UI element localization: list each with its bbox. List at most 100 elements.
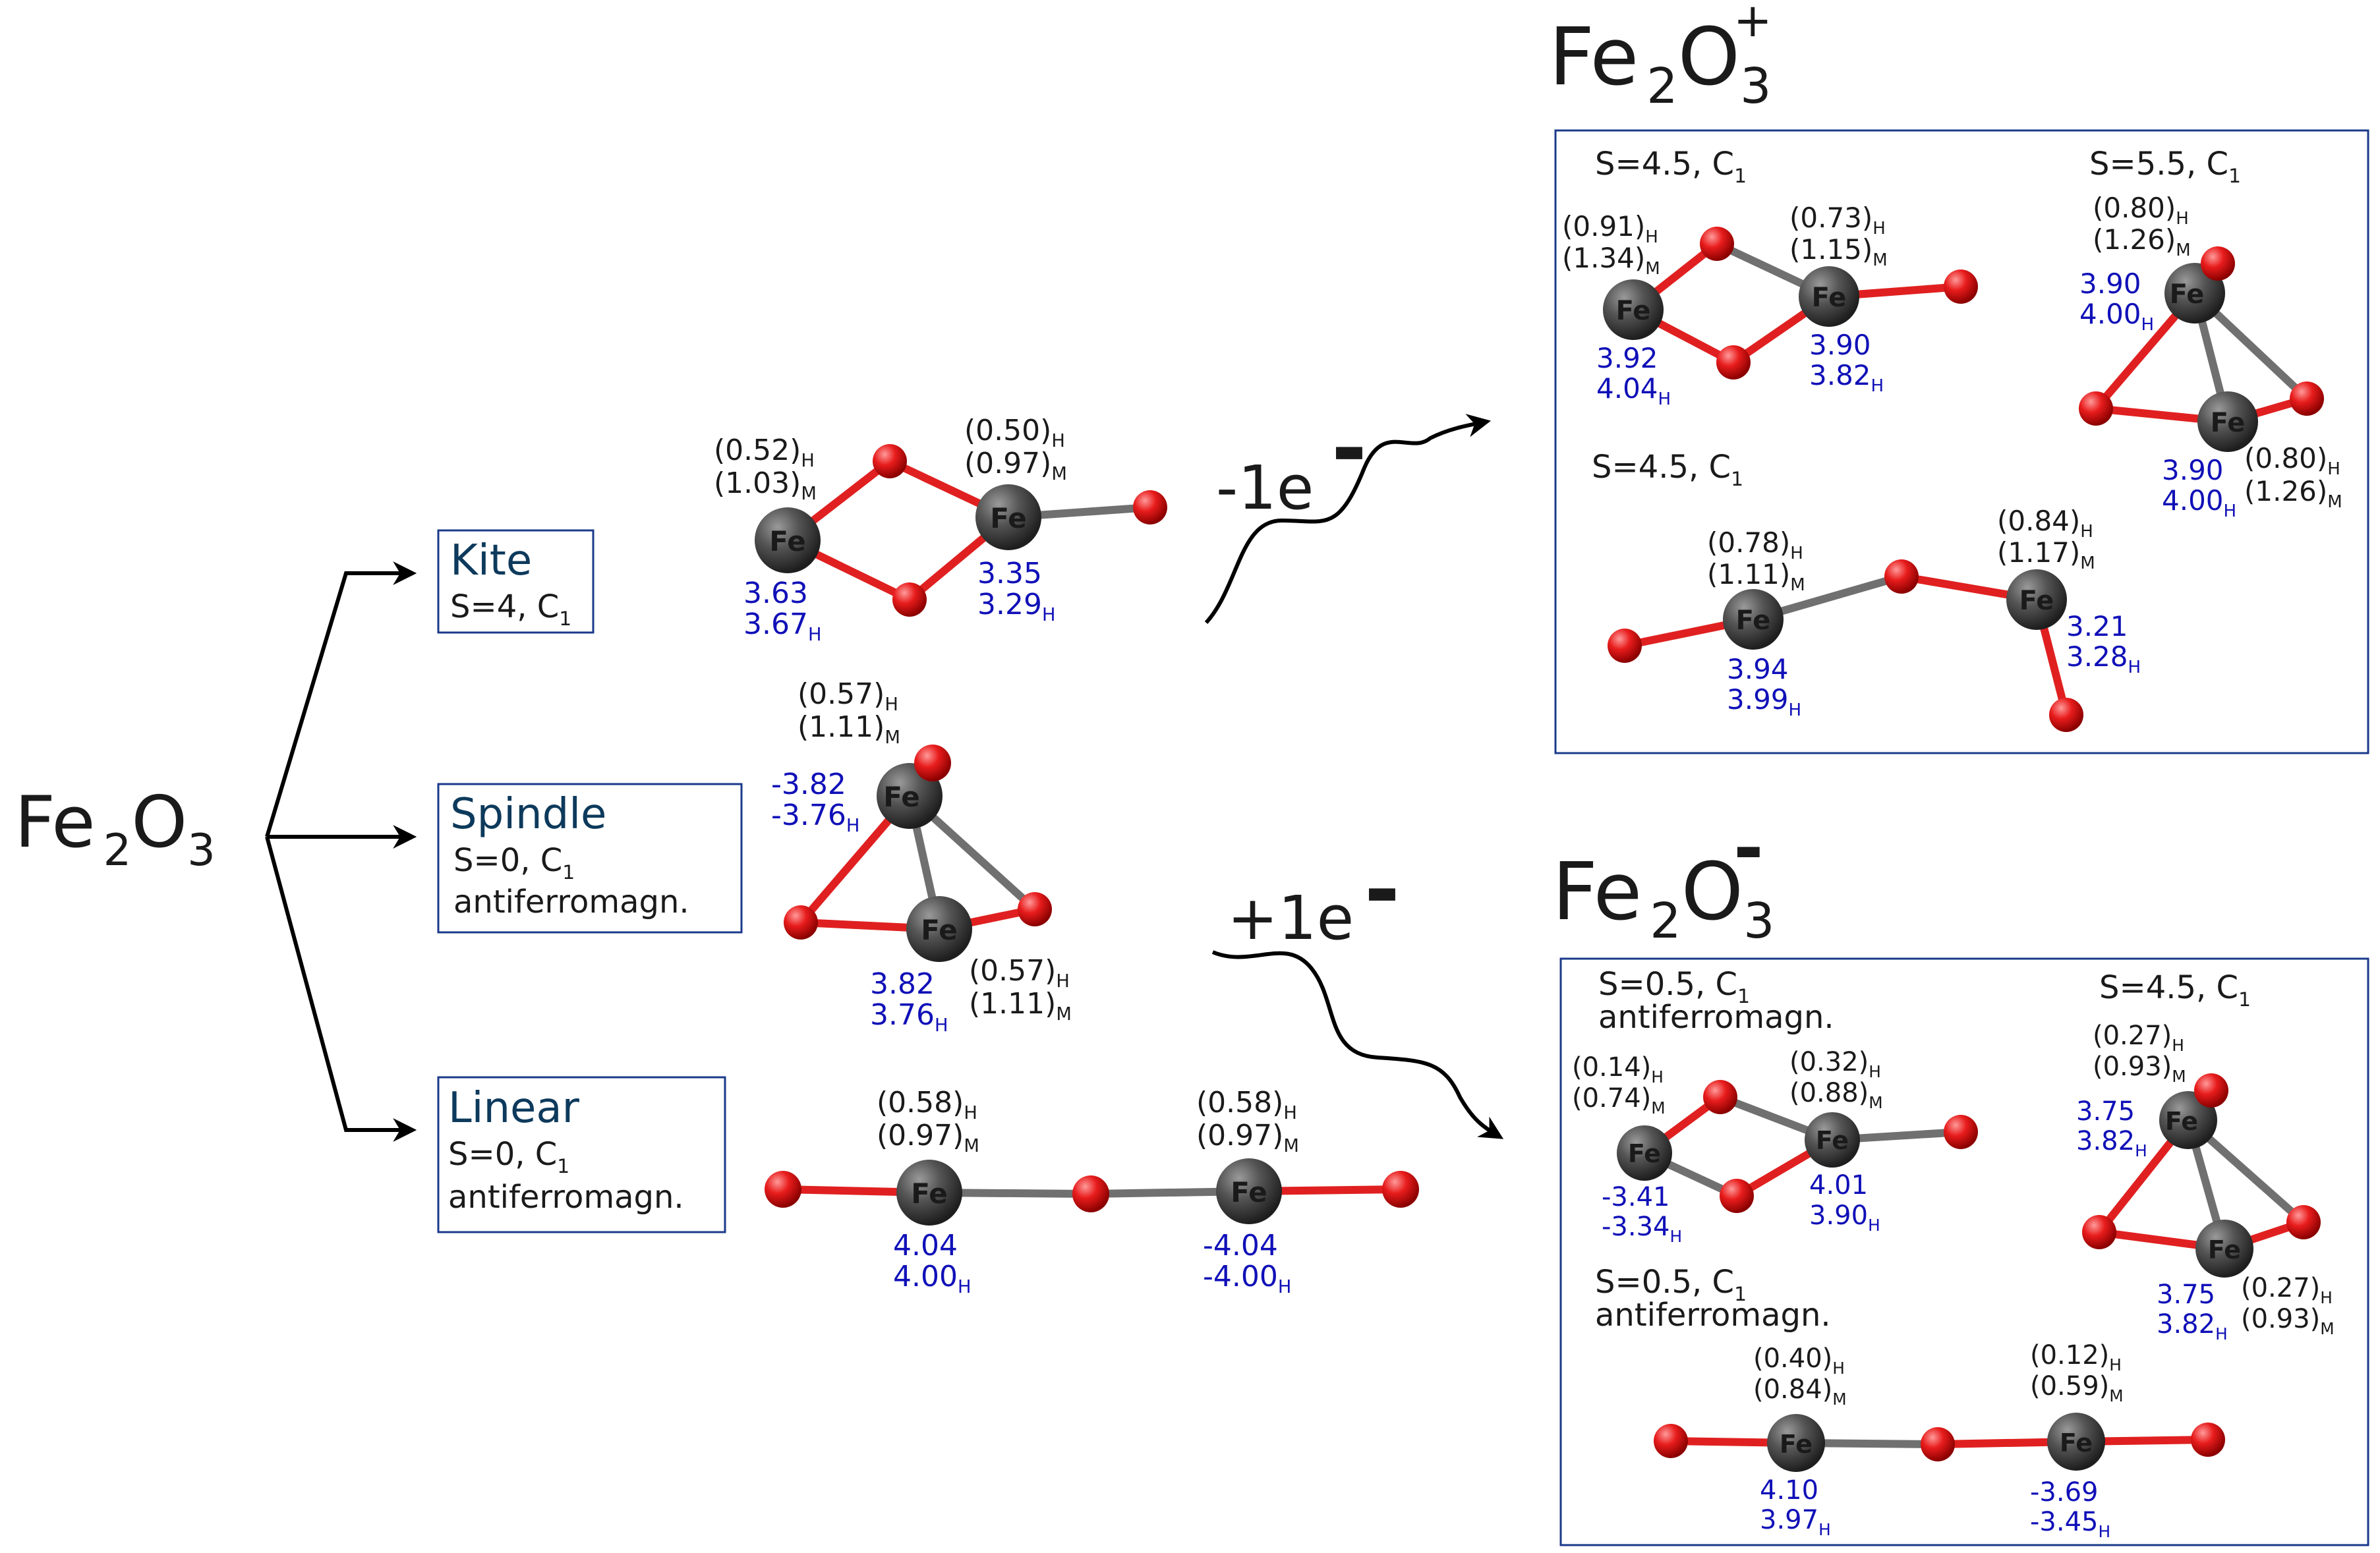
svg-text:(0.27)H: (0.27)H (2241, 1273, 2333, 1307)
svg-text:-3.41: -3.41 (1602, 1182, 1670, 1212)
oxygen-atom (2290, 381, 2324, 416)
molecule-spindle-neutral: Fe Fe (0.57)H (1.11)M -3.82 -3.76H 3.82 … (771, 677, 1072, 1036)
svg-text:(0.78)H: (0.78)H (1707, 526, 1803, 563)
svg-text:Fe: Fe (921, 914, 957, 946)
oxygen-atom (2191, 1423, 2225, 1457)
charge-label: (0.97)M (877, 1119, 979, 1156)
svg-text:Fe: Fe (2165, 1107, 2198, 1136)
svg-text:(0.88)M: (0.88)M (1789, 1078, 1883, 1112)
oxygen-atom (2049, 698, 2083, 732)
svg-text:(0.32)H: (0.32)H (1789, 1047, 1881, 1081)
spin-label: 3.35 (977, 557, 1042, 590)
charge-label: (0.58)H (877, 1086, 977, 1123)
svg-text:Fe: Fe (2170, 279, 2205, 310)
oxygen-atom (1921, 1427, 1955, 1461)
svg-text:4.10: 4.10 (1760, 1475, 1818, 1506)
oxygen-atom (914, 745, 951, 781)
svg-text:Fe: Fe (2019, 586, 2054, 616)
isomer-magnetism: antiferromagn. (453, 884, 689, 920)
svg-text:3.82H: 3.82H (2157, 1309, 2228, 1343)
oxygen-atom (1133, 490, 1167, 524)
svg-text:(0.93)M: (0.93)M (2241, 1304, 2335, 1338)
svg-text:3.97H: 3.97H (1760, 1505, 1831, 1539)
charge-label: (0.50)H (964, 414, 1065, 451)
spin-label: -4.00H (1203, 1260, 1291, 1297)
anion-charge: - (1733, 806, 1764, 890)
iron-atom (1799, 266, 1859, 327)
oxygen-atom (1382, 1171, 1419, 1208)
svg-text:3.28H: 3.28H (2066, 640, 2141, 677)
svg-text:Fe: Fe (1736, 606, 1771, 636)
spin-label: 3.82 (870, 967, 935, 1001)
charge-label: (0.52)H (714, 434, 815, 471)
spin-label: -4.04 (1203, 1229, 1278, 1262)
iron-atom (896, 1160, 962, 1226)
oxygen-atom (1716, 345, 1751, 380)
svg-text:(0.80)H: (0.80)H (2093, 192, 2189, 229)
svg-text:Fe: Fe (883, 781, 919, 813)
charge-label: (1.03)M (714, 466, 817, 504)
svg-text:Fe: Fe (1812, 283, 1847, 313)
molecule-linear-cation: S=4.5, C1 Fe Fe (0.78)H (1.11)M (0.84)H … (1592, 449, 2141, 732)
isomer-magnetism: antiferromagn. (448, 1179, 684, 1216)
cation-panel (1554, 129, 2369, 754)
iron-atom (1723, 589, 1784, 650)
state-label: S=0.5, C1 (1598, 966, 1750, 1008)
oxygen-atom (1700, 227, 1734, 261)
anion-panel (1559, 957, 2369, 1546)
spin-label: -3.82 (771, 768, 846, 801)
iron-atom (1767, 1414, 1825, 1472)
isomer-name: Spindle (450, 790, 606, 839)
oxygen-atom (2194, 1073, 2228, 1108)
oxygen-atom (1944, 269, 1978, 304)
iron-atom (1216, 1158, 1282, 1224)
svg-text:3.90H: 3.90H (1809, 1200, 1880, 1235)
molecule-kite-anion: S=0.5, C1 antiferromagn. Fe Fe (0.14)H (… (1572, 966, 1978, 1246)
molecule-spindle-anion: S=4.5, C1 Fe Fe (0.27)H (0.93)M 3.75 3.8… (2076, 969, 2335, 1343)
svg-text:Fe: Fe (1231, 1176, 1267, 1208)
oxygen-atom (2079, 391, 2113, 426)
charge-label: (0.97)M (964, 447, 1067, 484)
svg-text:(0.12)H: (0.12)H (2030, 1340, 2122, 1374)
charge-label: (0.58)H (1196, 1086, 1297, 1123)
svg-text:3.82H: 3.82H (1809, 359, 1884, 396)
reduction-arrow: +1e - (1211, 839, 1504, 1139)
svg-text:(0.80)H: (0.80)H (2244, 442, 2340, 479)
svg-text:(1.15)M: (1.15)M (1789, 233, 1888, 270)
svg-text:(0.14)H: (0.14)H (1572, 1052, 1664, 1087)
spin-label: 3.29H (977, 588, 1055, 625)
oxygen-atom (765, 1171, 801, 1208)
svg-text:-3.69: -3.69 (2030, 1477, 2099, 1508)
svg-text:(0.84)H: (0.84)H (1997, 505, 2093, 542)
svg-text:Fe: Fe (2211, 408, 2246, 438)
svg-text:3.90: 3.90 (2079, 268, 2141, 300)
isomer-state: S=0, C1 (448, 1136, 569, 1178)
oxygen-atom (1720, 1179, 1754, 1213)
molecule-linear-anion: S=0.5, C1 antiferromagn. Fe Fe (0.40)H (… (1595, 1264, 2225, 1541)
electron-sign: - (1331, 398, 1367, 498)
svg-text:(1.17)M: (1.17)M (1997, 536, 2095, 573)
molecule-kite-cation: S=4.5, C1 Fe Fe (0.91)H (1.34)M (0.73)H … (1562, 146, 1978, 409)
electron-sign: - (1364, 839, 1400, 940)
iron-atom (906, 896, 972, 962)
state-label: S=4.5, C1 (2099, 969, 2251, 1011)
state-label: S=0.5, C1 (1595, 1264, 1747, 1306)
cation-charge: + (1733, 0, 1772, 47)
state-magnetism: antiferromagn. (1595, 1297, 1831, 1334)
iron-atom (1805, 1112, 1860, 1168)
svg-text:3.94: 3.94 (1727, 653, 1789, 685)
svg-text:(1.34)M: (1.34)M (1562, 242, 1660, 279)
state-magnetism: antiferromagn. (1598, 999, 1834, 1036)
oxygen-atom (1884, 559, 1919, 594)
svg-text:Fe: Fe (769, 525, 805, 557)
iron-atom (2197, 391, 2258, 452)
charge-label: (0.57)H (798, 677, 898, 715)
spin-label: 4.04 (893, 1229, 958, 1262)
molecule-spindle-cation: S=5.5, C1 Fe Fe (0.80)H (1.26)M 3.90 4.0… (2079, 146, 2342, 521)
svg-text:Fe: Fe (1628, 1139, 1661, 1168)
state-label: S=4.5, C1 (1592, 449, 1743, 491)
svg-text:3.75: 3.75 (2076, 1096, 2135, 1127)
svg-text:4.00H: 4.00H (2079, 298, 2154, 335)
svg-text:-3.34H: -3.34H (1602, 1212, 1682, 1246)
